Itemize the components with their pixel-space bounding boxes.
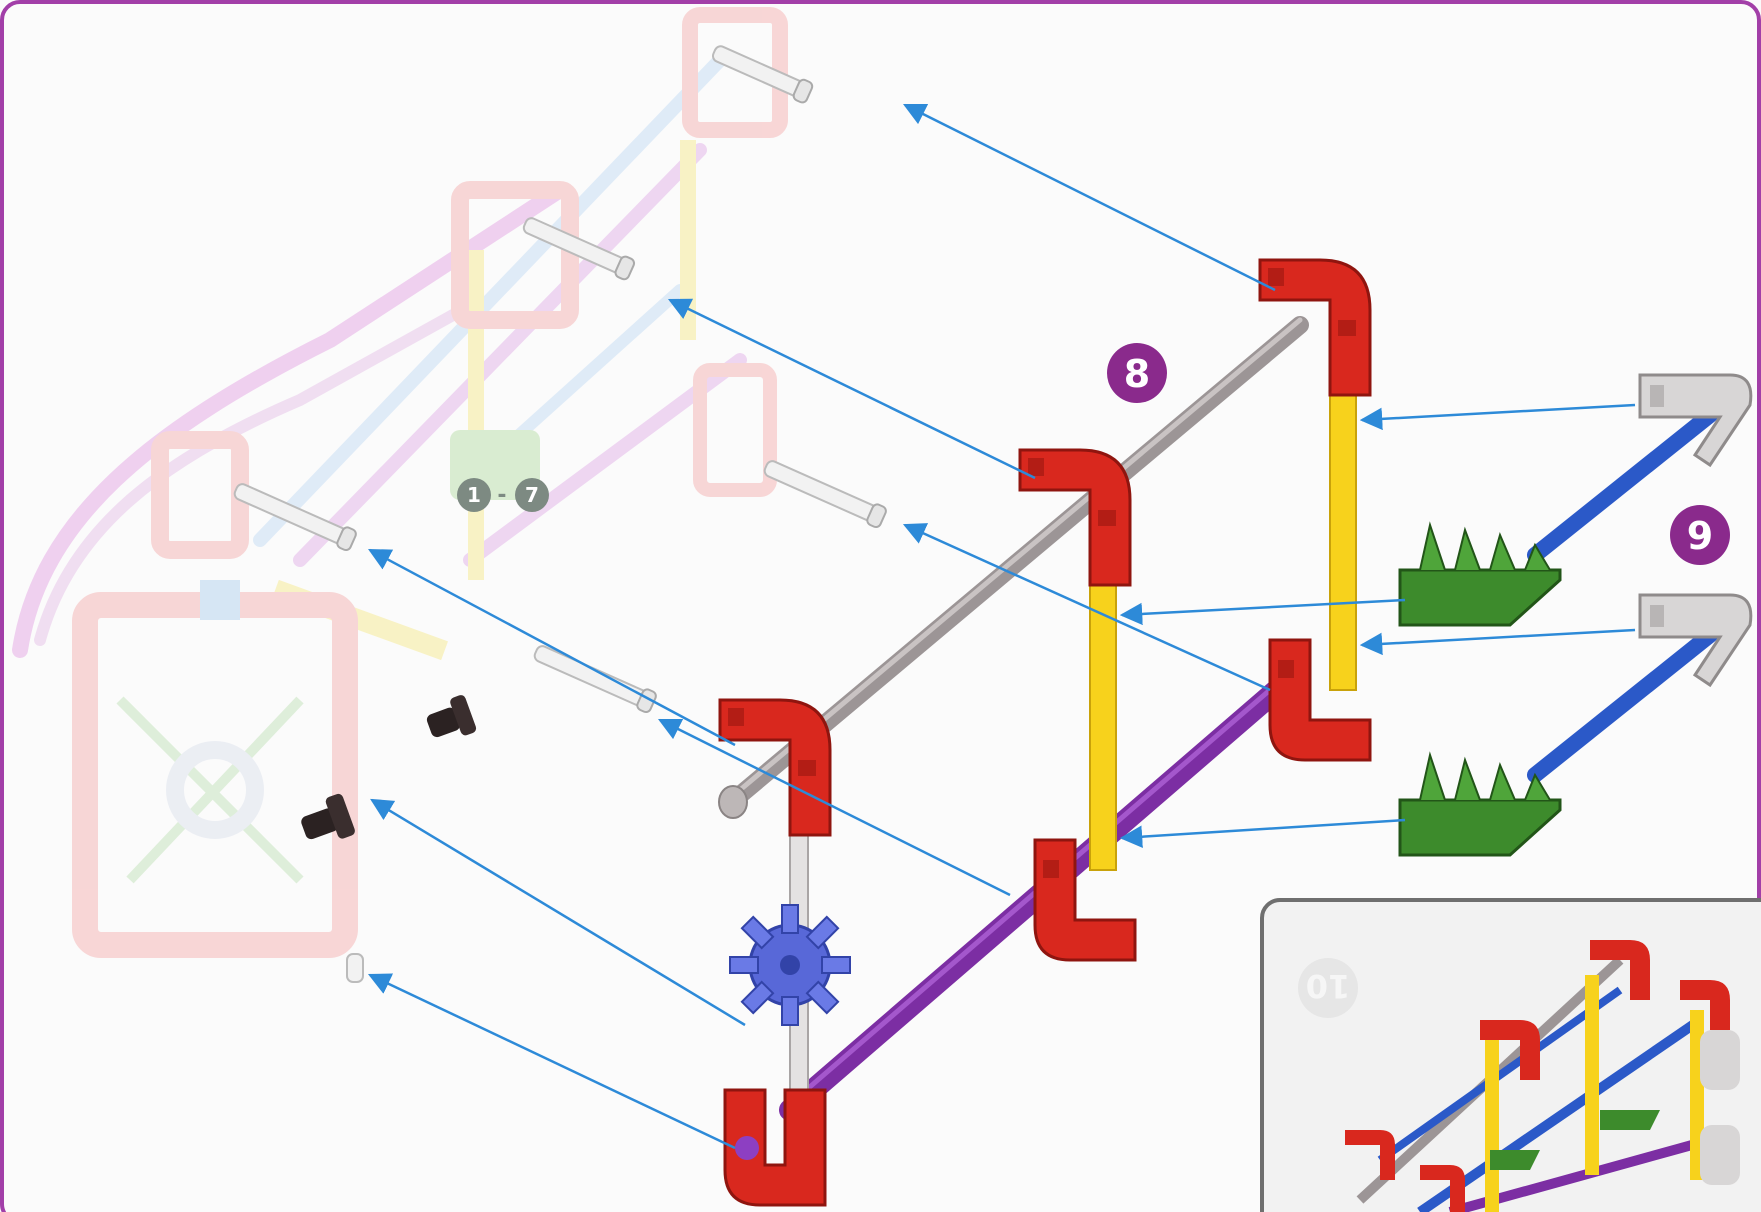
connector-arrow-icon — [660, 720, 1010, 895]
completed-steps-label: 1 - 7 — [457, 478, 549, 512]
blue-rod — [1535, 635, 1710, 775]
connector-arrow-icon — [1362, 405, 1635, 420]
step-from-text: 1 — [467, 483, 481, 507]
faded-yellow-rod — [272, 580, 448, 660]
connector-arrow-icon — [372, 800, 745, 1025]
faded-yellow-rod — [468, 250, 484, 580]
white-peg — [762, 456, 888, 528]
connector-arrow-icon — [1362, 630, 1635, 645]
red-corner-connector-icon — [725, 1090, 825, 1205]
connector-arrow-icon — [905, 105, 1275, 290]
white-peg — [347, 954, 363, 982]
gear-icon — [730, 905, 850, 1025]
connector-arrow-icon — [670, 300, 1035, 478]
green-corner-connector-icon — [1400, 525, 1560, 625]
step-10-faded-badge: 10 — [1298, 958, 1358, 1018]
completed-structure — [20, 15, 780, 945]
step-9-badge: 9 — [1670, 505, 1730, 565]
faded-part — [200, 580, 240, 620]
connector-arrow-icon — [370, 975, 735, 1148]
yellow-rod — [1330, 370, 1356, 690]
rod-end-cap — [719, 786, 747, 818]
step-9-assembly-upper — [1400, 375, 1751, 625]
white-peg — [532, 641, 658, 713]
yellow-rod — [1090, 540, 1116, 870]
connector-arrow-icon — [1122, 820, 1405, 838]
black-spacer-icon — [422, 694, 477, 747]
step-to-text: 7 — [525, 483, 539, 507]
faded-frame — [85, 605, 345, 945]
step-10-number: 10 — [1306, 967, 1351, 1005]
white-peg — [710, 42, 814, 104]
step-8-number: 8 — [1124, 352, 1150, 396]
faded-curved-rod — [40, 300, 480, 640]
connector-arrow-icon — [1122, 600, 1405, 615]
step-range-separator: - — [497, 483, 506, 508]
red-corner-connector-icon — [1260, 260, 1370, 395]
step-9-number: 9 — [1687, 514, 1713, 558]
step-8-badge: 8 — [1107, 343, 1167, 403]
step-10-preview-inset: 10 — [1262, 900, 1761, 1212]
